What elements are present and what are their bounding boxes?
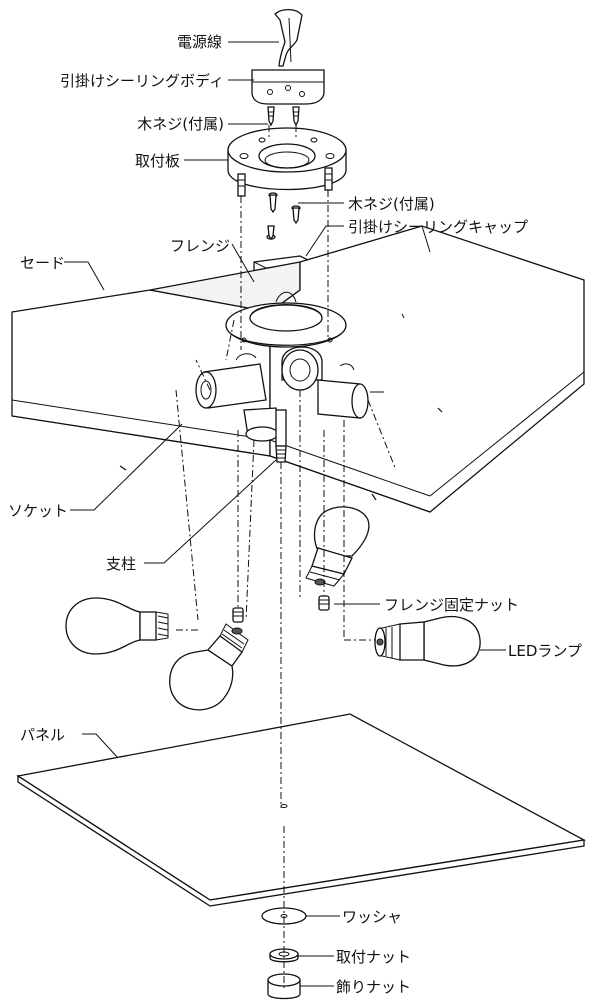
label-post: 支柱 xyxy=(106,555,136,573)
label-ceiling-body: 引掛けシーリングボディ xyxy=(60,72,224,90)
shade xyxy=(11,225,585,513)
led-lamp-left xyxy=(65,597,169,655)
label-mount-nut: 取付ナット xyxy=(336,948,411,966)
label-panel: パネル xyxy=(20,726,65,744)
power-cord xyxy=(274,8,303,67)
leader-lines xyxy=(64,41,506,987)
label-ceiling-cap: 引掛けシーリングキャップ xyxy=(348,218,528,236)
led-lamp-top-right xyxy=(305,506,370,587)
flange-nut xyxy=(232,595,330,623)
wood-screw-top xyxy=(267,106,300,127)
assembly-guide-lines xyxy=(175,125,397,990)
led-lamp-right xyxy=(374,616,481,667)
label-flange: フレンジ xyxy=(170,237,230,255)
label-deco-nut: 飾りナット xyxy=(336,978,411,996)
panel xyxy=(16,713,586,907)
label-washer: ワッシャ xyxy=(342,908,402,926)
label-power-cord: 電源線 xyxy=(177,33,222,51)
flange xyxy=(225,291,347,348)
label-wood-screw-mid: 木ネジ(付属) xyxy=(348,195,435,213)
ceiling-body xyxy=(251,69,325,105)
label-mounting-plate: 取付板 xyxy=(135,152,180,170)
label-wood-screw-top: 木ネジ(付属) xyxy=(137,115,224,133)
wood-screw-mid xyxy=(266,192,301,241)
label-socket: ソケット xyxy=(8,502,68,520)
label-shade: セード xyxy=(20,254,65,272)
mounting-plate xyxy=(227,127,347,197)
led-lamp-bottom xyxy=(169,623,249,711)
label-flange-nut: フレンジ固定ナット xyxy=(384,596,519,614)
label-led-lamp: LEDランプ xyxy=(508,642,582,660)
